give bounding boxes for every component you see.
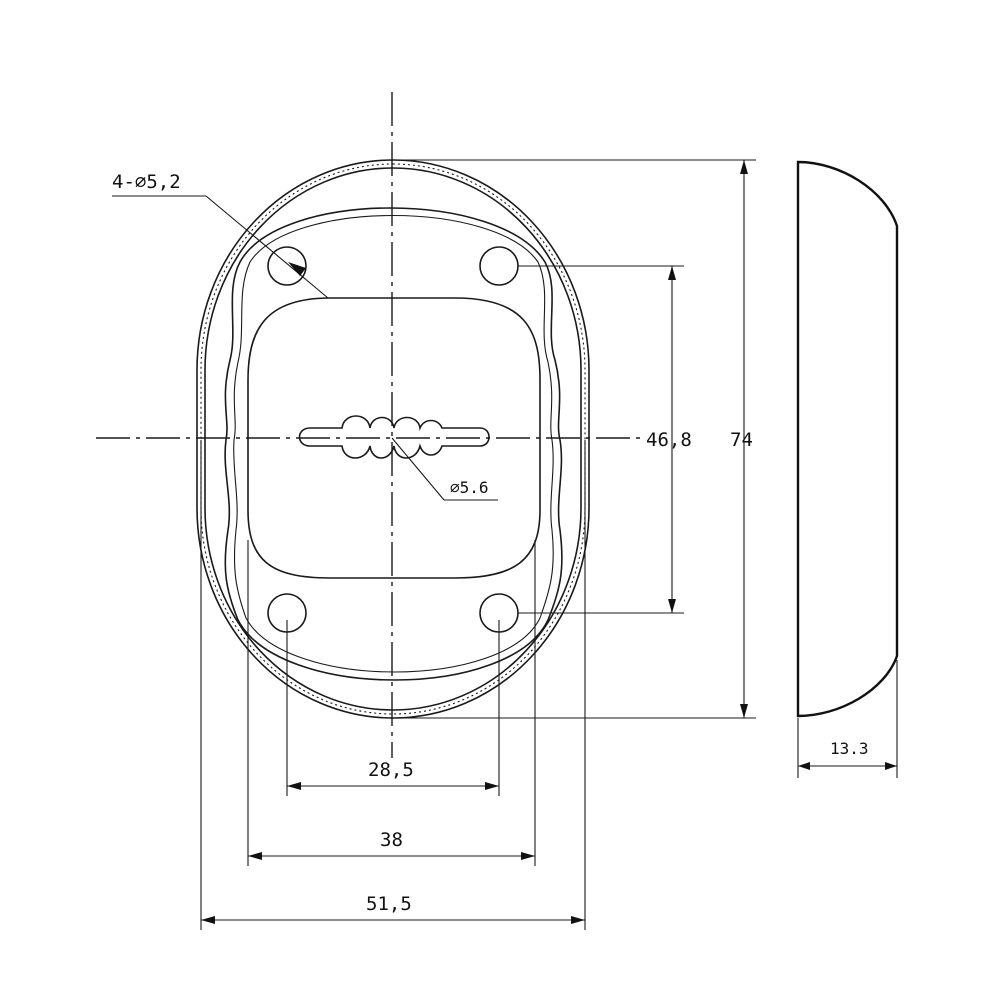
inner-contour-secondary [233,215,554,673]
overall-width-label: 51,5 [366,893,412,915]
holes-label: 4-⌀5,2 [112,171,181,193]
hole-horizontal-dimension [286,620,500,796]
inner-contour [224,207,563,681]
key-slot [298,415,490,459]
keyhole-label: ⌀5.6 [450,478,489,497]
inner-width-dimension [247,540,536,866]
overall-height-label: 74 [730,429,753,451]
overall-width-dimension [200,440,586,930]
inner-width-label: 38 [380,829,403,851]
side-profile [796,160,899,718]
overall-height-dimension [392,159,756,719]
holes-callout [112,195,329,299]
thickness-dimension [797,660,898,778]
hole-vertical-label: 46,8 [646,429,692,451]
hole-horizontal-label: 28,5 [368,759,414,781]
keyhole-callout [391,437,498,501]
hole-vertical-dimension [518,265,684,614]
thickness-label: 13.3 [830,739,869,758]
mounting-hole-top-left [267,246,307,286]
mounting-hole-top-right [479,246,519,286]
central-recess [247,297,541,579]
